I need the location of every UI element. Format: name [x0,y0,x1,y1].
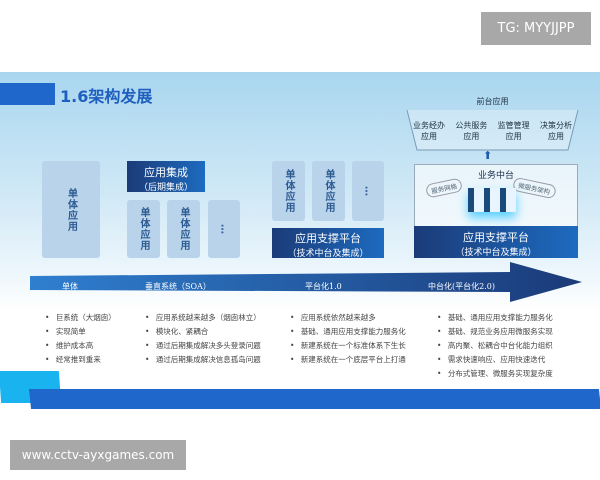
bullet: 应用系统依然越来越多 [290,311,406,325]
bullet-list-monolith: 巨系统（大烟囱）实现简单维护成本高经常推到重来 [45,311,116,367]
front-app: 公共服务应用 [455,121,488,141]
bullet: 模块化、紧耦合 [145,325,261,339]
monolith-box: 单体应用 [42,161,100,258]
watermark-bottom: www.cctv-ayxgames.com [10,440,186,470]
timeline-label: 中台化(平台化2.0) [428,282,495,291]
app-box: 单体应用 [167,200,200,258]
timeline-label: 垂直系统（SOA） [145,282,211,291]
front-app: 监管管理应用 [497,121,530,141]
bullet: 经常推到重来 [45,353,116,367]
front-apps: 业务经办应用 公共服务应用 监管管理应用 决策分析应用 [410,120,575,142]
bullet-list-platform: 应用系统依然越来越多基础、通用应用支撑能力服务化新建系统在一个标准体系下生长新建… [290,311,406,367]
timeline-label: 单体 [62,282,78,291]
integration-title: 应用集成 [144,166,188,179]
timeline-label: 平台化1.0 [305,282,342,291]
bullet: 实现简单 [45,325,116,339]
bullet: 新建系统在一个标准体系下生长 [290,339,406,353]
bullet: 通过后期集成解决信息孤岛问题 [145,353,261,367]
support-platform: 应用支撑平台 （技术中台及集成） [272,228,384,259]
bullet: 基础、规范业务应用微服务实现 [437,325,553,339]
bullet: 基础、通用应用支撑能力服务化 [290,325,406,339]
front-tray [406,109,579,151]
middle-title: 业务中台 [477,171,514,181]
integration-header: 应用集成 （后期集成） [127,161,205,193]
app-box-more: … [352,161,384,221]
bullet: 基础、通用应用支撑能力服务化 [437,311,553,325]
platform-title: 应用支撑平台 [295,232,361,245]
bullet: 通过后期集成解决多头登录问题 [145,339,261,353]
bullet: 巨系统（大烟囱） [45,311,116,325]
page-title: 1.6架构发展 [60,87,153,106]
app-box: 单体应用 [272,161,305,221]
app-box-more: … [208,200,240,258]
watermark-top: TG: MYYJJPP [481,12,591,45]
support-platform: 应用支撑平台 （技术中台及集成） [414,226,578,258]
front-title: 前台应用 [476,97,509,106]
title-marker [0,83,55,105]
bullet: 应用系统越来越多（烟囱林立） [145,311,261,325]
bullet-list-soa: 应用系统越来越多（烟囱林立）模块化、紧耦合通过后期集成解决多头登录问题通过后期集… [145,311,261,367]
front-app: 决策分析应用 [539,121,572,141]
bullet: 分布式管理、微服务实现复杂度 [437,367,553,381]
bullet-list-middle-platform: 基础、通用应用支撑能力服务化基础、规范业务应用微服务实现高内聚、松耦合中台化能力… [437,311,553,381]
bullet: 高内聚、松耦合中台化能力组织 [437,339,553,353]
platform-subtitle: （技术中台及集成） [287,249,369,259]
bullet: 需求快速响应、应用快速迭代 [437,353,553,367]
up-arrow-icon: ⬆ [483,149,493,162]
middle-platform-grid-icon [468,188,516,212]
integration-subtitle: （后期集成） [138,183,193,193]
footer-bar [28,389,600,409]
platform-title: 应用支撑平台 [463,231,529,244]
bullet: 新建系统在一个底层平台上打通 [290,353,406,367]
bullet: 维护成本高 [45,339,116,353]
front-app: 业务经办应用 [413,121,445,141]
app-box: 单体应用 [127,200,160,258]
timeline-arrow [30,262,582,302]
app-box: 单体应用 [312,161,345,221]
platform-subtitle: （技术中台及集成） [455,248,537,258]
